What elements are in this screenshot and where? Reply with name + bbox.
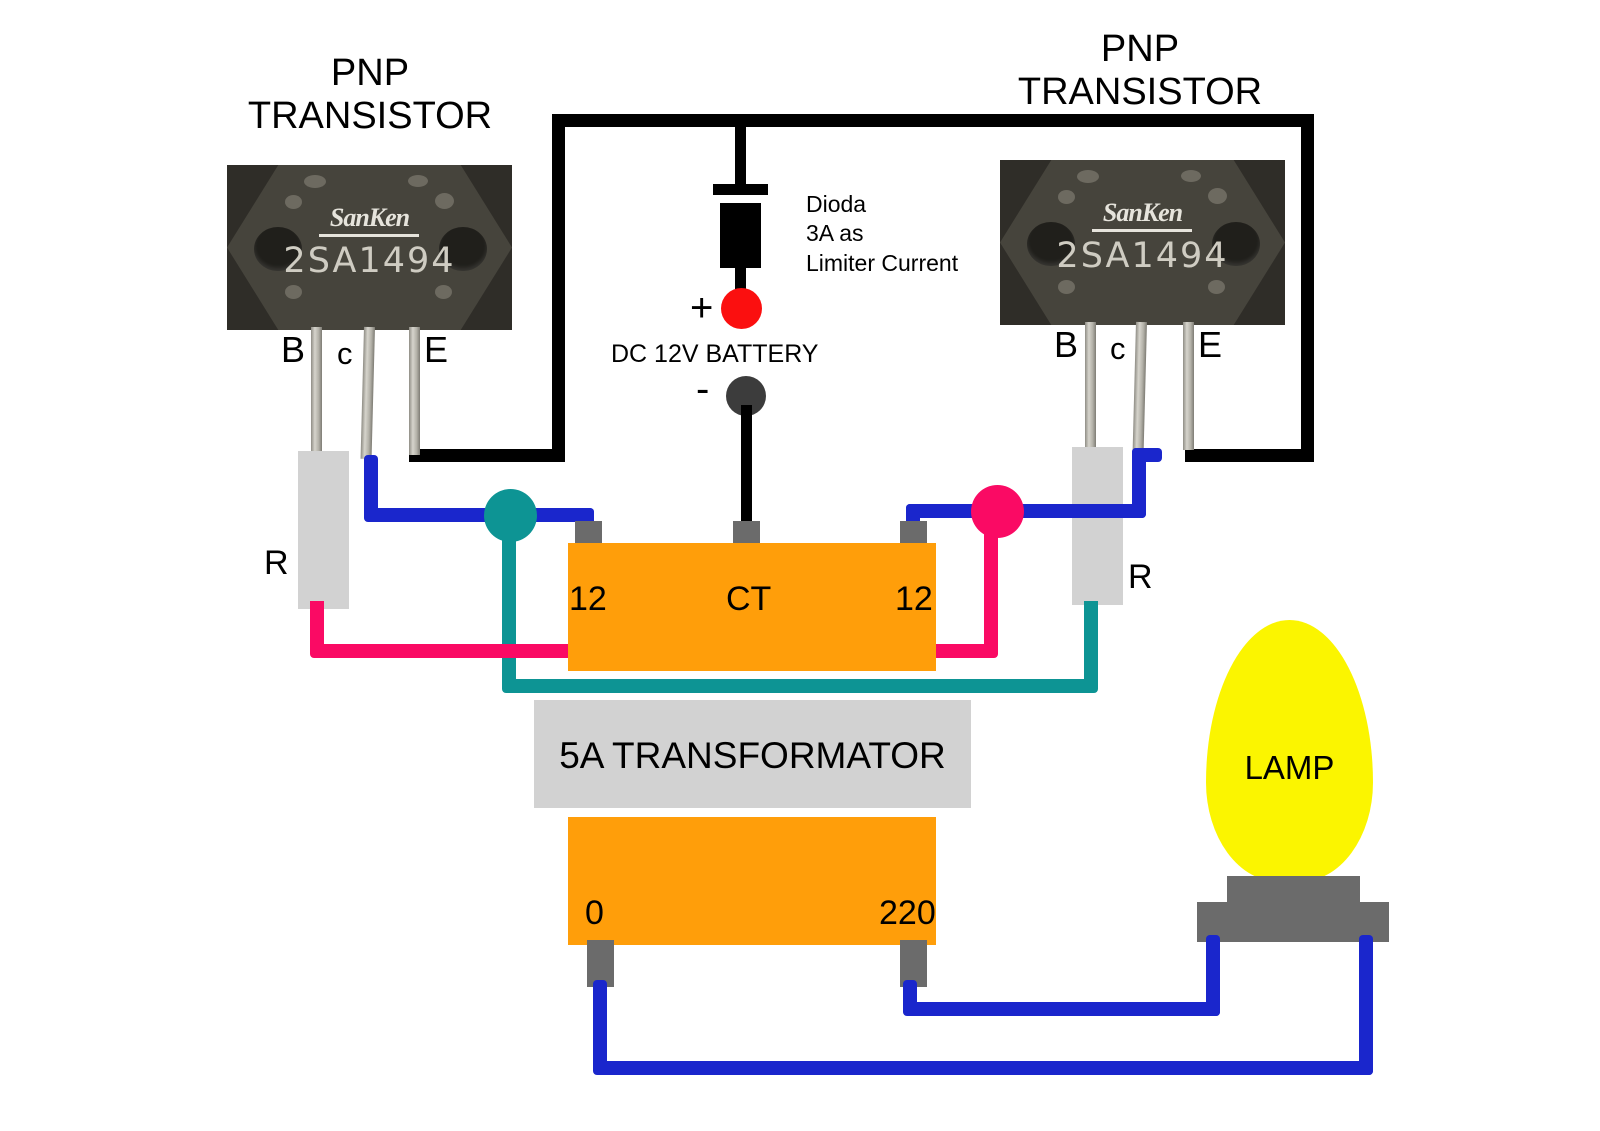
wire-black-left-vertical — [552, 114, 565, 462]
left-resistor-label: R — [264, 544, 289, 582]
diode-note-line2: 3A as — [806, 220, 864, 247]
wire-blue-0-drop — [593, 980, 607, 1072]
right-resistor-label: R — [1128, 558, 1153, 596]
battery-plus-sign: + — [690, 286, 714, 330]
right-pin-label-base: B — [1054, 324, 1079, 365]
wire-teal-vertical-left — [502, 530, 516, 685]
left-pin-emitter — [409, 327, 420, 455]
right-transistor-package: SanKen 2SA1494 — [1000, 160, 1285, 325]
wire-pink-vertical-left — [310, 601, 324, 651]
left-pin-label-emitter: E — [424, 329, 449, 370]
diode-note-line1: Dioda — [806, 191, 867, 217]
transformer-label: 5A TRANSFORMATOR — [559, 735, 946, 776]
mounting-hole-small-bl — [1058, 280, 1075, 294]
wire-blue-left-horizontal — [364, 508, 594, 522]
wire-battery-negative-to-ct — [741, 405, 752, 532]
right-pin-collector — [1132, 321, 1147, 455]
mounting-hole-large-left — [1027, 222, 1075, 266]
wire-blue-lamp-left-riser — [1206, 935, 1220, 1016]
brand-underline — [319, 234, 419, 237]
mounting-hole-small-tr — [435, 193, 454, 209]
wire-black-right-bottom — [1185, 449, 1314, 462]
wire-teal-vertical-right — [1084, 601, 1098, 689]
mounting-hole-top-center2 — [1181, 170, 1201, 182]
diode-note-line3: Limiter Current — [806, 249, 959, 276]
left-pin-label-base: B — [281, 329, 306, 370]
terminal-label-ct: CT — [726, 580, 772, 618]
lamp-label: LAMP — [1244, 749, 1335, 786]
left-pin-base — [311, 327, 322, 455]
mounting-hole-large-left — [254, 227, 302, 271]
wire-blue-right-top — [1132, 448, 1162, 462]
terminal-220 — [900, 940, 927, 987]
diode-cathode-bar — [713, 184, 768, 195]
transformer-secondary-body — [568, 817, 936, 945]
part-number: 2SA1494 — [283, 241, 456, 281]
mounting-hole-small-tl — [285, 195, 302, 209]
terminal-label-220: 220 — [879, 894, 936, 932]
lamp-bulb — [1206, 620, 1373, 882]
brand-logo: SanKen — [329, 203, 410, 232]
left-transistor-package: SanKen 2SA1494 — [227, 165, 512, 330]
wire-blue-right-riser — [1132, 448, 1146, 518]
terminal-label-12-right: 12 — [895, 580, 933, 618]
mounting-hole-small-tr — [1208, 188, 1227, 204]
transformer-band — [534, 700, 971, 808]
wire-teal-bottom — [502, 679, 1098, 693]
right-pin-emitter — [1183, 322, 1194, 450]
mounting-hole-top-center2 — [408, 175, 428, 187]
transformer-primary-body — [568, 543, 936, 671]
wire-blue-bottom-run — [593, 1061, 1373, 1075]
left-resistor — [298, 451, 349, 609]
left-transistor-title: PNP TRANSISTOR — [247, 52, 493, 137]
mounting-hole-small-br — [1208, 280, 1225, 294]
terminal-label-12-left: 12 — [569, 580, 607, 618]
mounting-hole-top-center — [304, 175, 326, 188]
mounting-hole-small-bl — [285, 285, 302, 299]
terminal-label-0: 0 — [585, 894, 604, 932]
wire-blue-220-horizontal — [903, 1002, 1220, 1016]
wire-blue-left-vertical — [364, 455, 378, 521]
mounting-hole-large-right — [439, 227, 487, 271]
left-pin-label-collector: c — [337, 336, 353, 371]
brand-logo: SanKen — [1102, 198, 1183, 227]
right-pin-label-emitter: E — [1198, 324, 1223, 365]
battery-positive-terminal — [721, 288, 762, 329]
battery-minus-sign: - — [696, 367, 710, 411]
lamp-base-lower — [1197, 902, 1389, 942]
wire-black-right-vertical — [1301, 114, 1314, 462]
part-number: 2SA1494 — [1056, 236, 1229, 276]
left-pin-collector — [360, 326, 375, 460]
terminal-0 — [587, 940, 614, 987]
mounting-hole-small-tl — [1058, 190, 1075, 204]
mounting-hole-small-br — [435, 285, 452, 299]
diode-body — [720, 203, 761, 268]
wire-pink-vertical-right — [984, 522, 998, 652]
wire-black-left-bottom — [409, 449, 565, 462]
wire-blue-right-horizontal — [906, 504, 1146, 518]
right-pin-base — [1085, 322, 1096, 450]
wire-diode-to-battery — [735, 265, 746, 301]
mounting-hole-large-right — [1212, 222, 1260, 266]
right-resistor — [1072, 447, 1123, 605]
right-transistor-title: PNP TRANSISTOR — [1017, 28, 1263, 113]
wire-black-top — [552, 114, 1314, 127]
brand-underline — [1092, 229, 1192, 232]
wire-black-diode-branch — [735, 114, 746, 190]
right-pin-label-collector: c — [1110, 331, 1126, 366]
battery-label: DC 12V BATTERY — [611, 340, 819, 368]
mounting-hole-top-center — [1077, 170, 1099, 183]
wire-blue-lamp-right-riser — [1359, 935, 1373, 1075]
